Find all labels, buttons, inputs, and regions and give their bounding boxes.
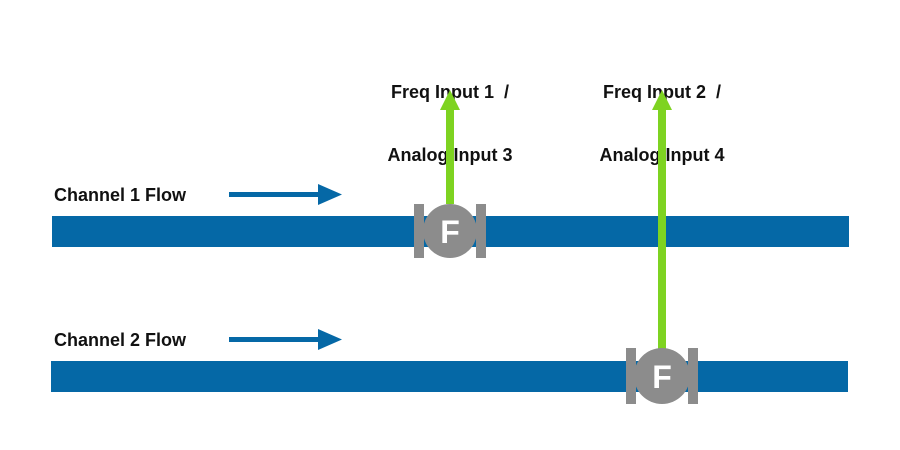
channel-2-output-label: Freq Input 2 / Analog Input 4 — [562, 40, 762, 187]
channel-1-signal-arrow-icon — [440, 90, 460, 204]
channel-1-flow-arrow-icon — [229, 184, 342, 205]
channel-1-output-label: Freq Input 1 / Analog Input 3 — [350, 40, 550, 187]
channel-2-label: Channel 2 Flow — [54, 330, 187, 350]
channel-2-meter-symbol: F — [652, 359, 672, 395]
channel-1-label: Channel 1 Flow — [54, 185, 187, 205]
channel-2-output-line2: Analog Input 4 — [599, 145, 725, 165]
channel-1-meter-symbol: F — [440, 214, 460, 250]
channel-2-flow-meter-icon: F — [626, 348, 698, 404]
channel-2-signal-arrow-icon — [652, 90, 672, 353]
channel-1-flow-meter-icon: F — [414, 204, 486, 258]
channel-2-pipe — [51, 361, 848, 392]
channel-2-output-line1: Freq Input 2 / — [602, 82, 721, 102]
channel-1-output-line1: Freq Input 1 / — [390, 82, 509, 102]
channel-1-output-line2: Analog Input 3 — [387, 145, 513, 165]
channel-2-flow-arrow-icon — [229, 329, 342, 350]
